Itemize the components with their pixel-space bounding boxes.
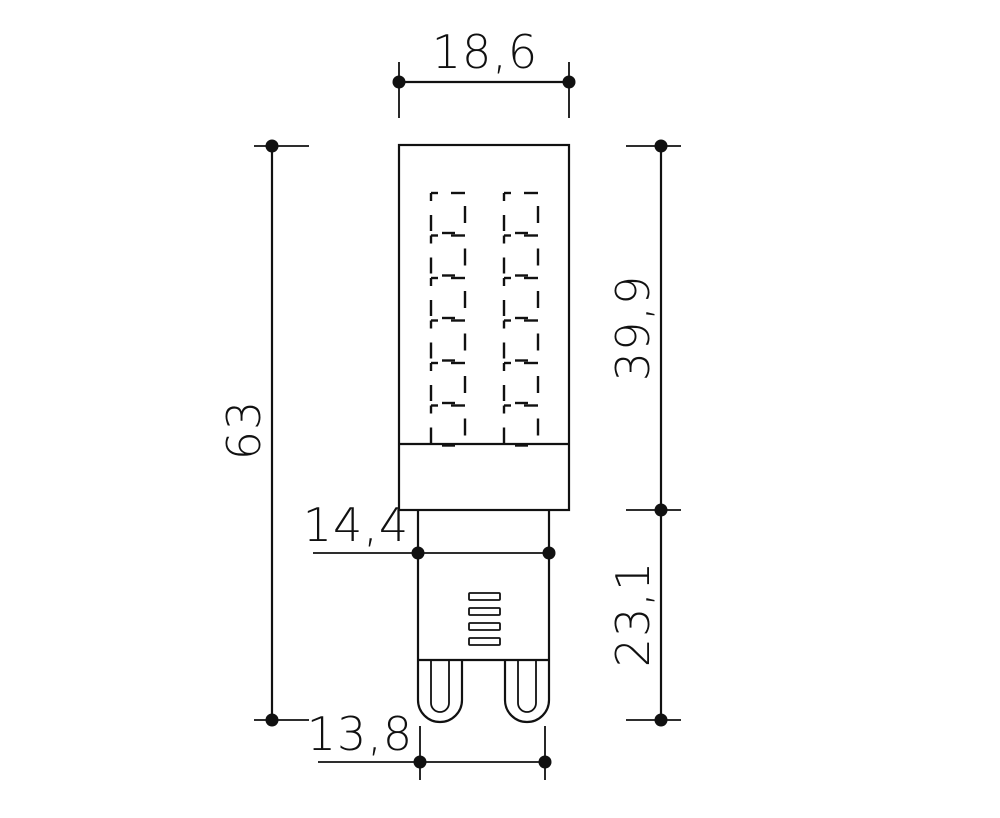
led-chip bbox=[502, 319, 540, 362]
dim-body-base-height: 39,9 23,1 bbox=[606, 139, 681, 727]
label-overall-height: 63 bbox=[217, 400, 271, 461]
bulb-base bbox=[416, 510, 551, 662]
led-chip bbox=[429, 319, 467, 362]
led-chip bbox=[429, 276, 467, 320]
label-neck-width: 14,4 bbox=[303, 498, 409, 552]
led-chip bbox=[429, 361, 467, 405]
bulb-pins bbox=[416, 660, 551, 724]
led-chip bbox=[429, 191, 467, 235]
label-overall-width: 18,6 bbox=[432, 25, 538, 79]
led-chip bbox=[502, 404, 540, 447]
label-base-height: 23,1 bbox=[606, 561, 660, 667]
bulb-body bbox=[397, 143, 571, 512]
led-chip bbox=[502, 361, 540, 405]
led-chip bbox=[429, 234, 467, 277]
label-pin-span: 13,8 bbox=[307, 707, 413, 761]
led-chip bbox=[502, 276, 540, 320]
led-grid bbox=[429, 191, 540, 447]
label-body-height: 39,9 bbox=[606, 275, 660, 381]
led-chip bbox=[502, 191, 540, 235]
dim-overall-height: 63 bbox=[217, 139, 309, 727]
led-chip bbox=[502, 234, 540, 277]
led-chip bbox=[429, 404, 467, 447]
dim-overall-width: 18,6 bbox=[392, 25, 576, 118]
dim-neck-width: 14,4 bbox=[303, 498, 556, 560]
dim-pin-span: 13,8 bbox=[307, 707, 552, 780]
